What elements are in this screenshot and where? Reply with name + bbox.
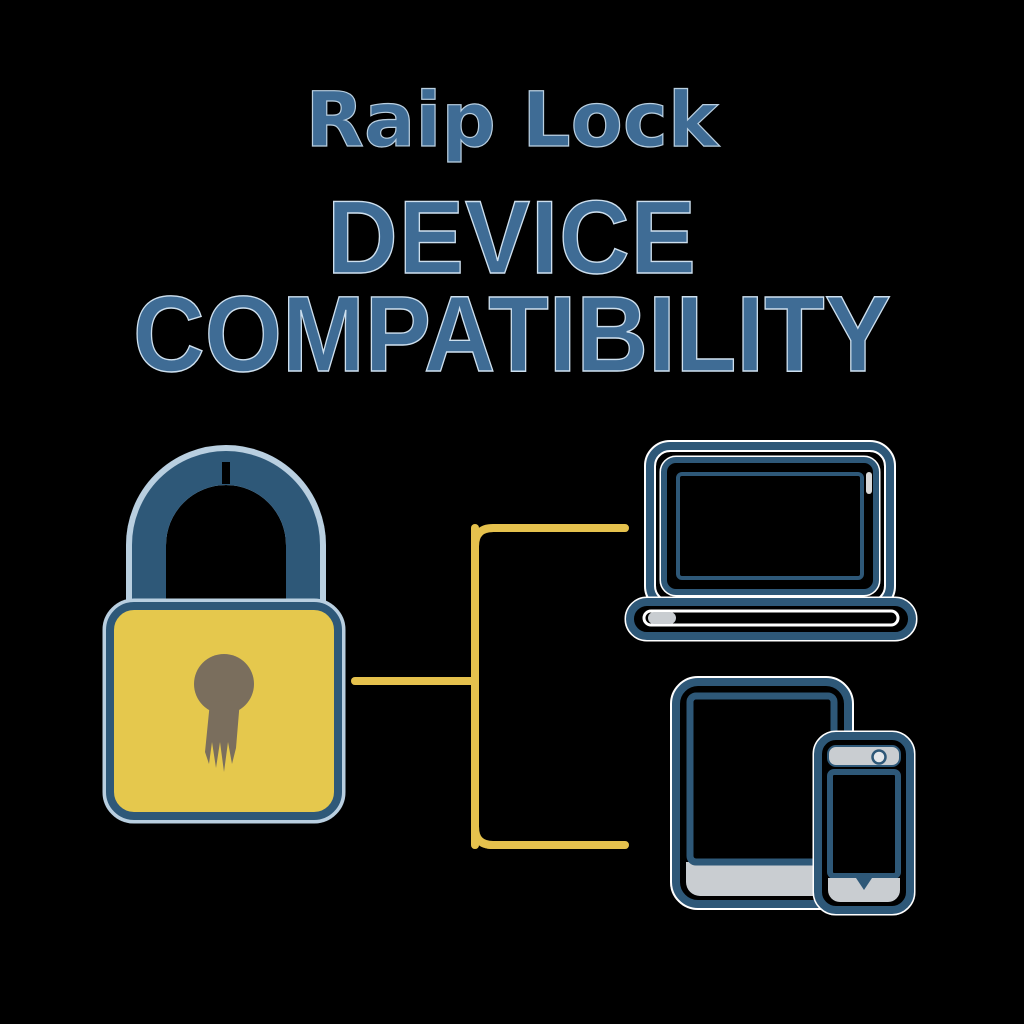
laptop-front-strip (642, 609, 900, 627)
laptop-icon[interactable] (624, 440, 918, 642)
tablet-chin (686, 862, 838, 896)
connector-branch-tablet (471, 823, 629, 849)
padlock-icon[interactable] (102, 445, 346, 824)
laptop-screen (676, 472, 864, 580)
tablet-icon[interactable] (670, 676, 854, 910)
tablet-screen (686, 692, 838, 866)
phone-screen (827, 769, 901, 879)
phone-camera-icon (871, 749, 887, 765)
padlock-keyhole-icon (194, 654, 254, 772)
phone-icon[interactable] (812, 730, 916, 916)
connector-bracket (351, 524, 629, 849)
brand-title: Raip Lock (305, 75, 719, 164)
tablet-phone-icon[interactable] (670, 676, 916, 916)
headline-line-2: COMPATIBILITY (132, 273, 891, 394)
laptop-latch (648, 612, 676, 624)
phone-earpiece (827, 745, 901, 767)
padlock-shackle-notch (222, 462, 230, 484)
padlock-shackle-inner-cut (170, 489, 282, 620)
headline-line-1: DEVICE (327, 180, 697, 296)
connector-branch-laptop (471, 524, 629, 550)
phone-home-notch (856, 878, 872, 890)
laptop-hinge-slot (866, 472, 872, 494)
